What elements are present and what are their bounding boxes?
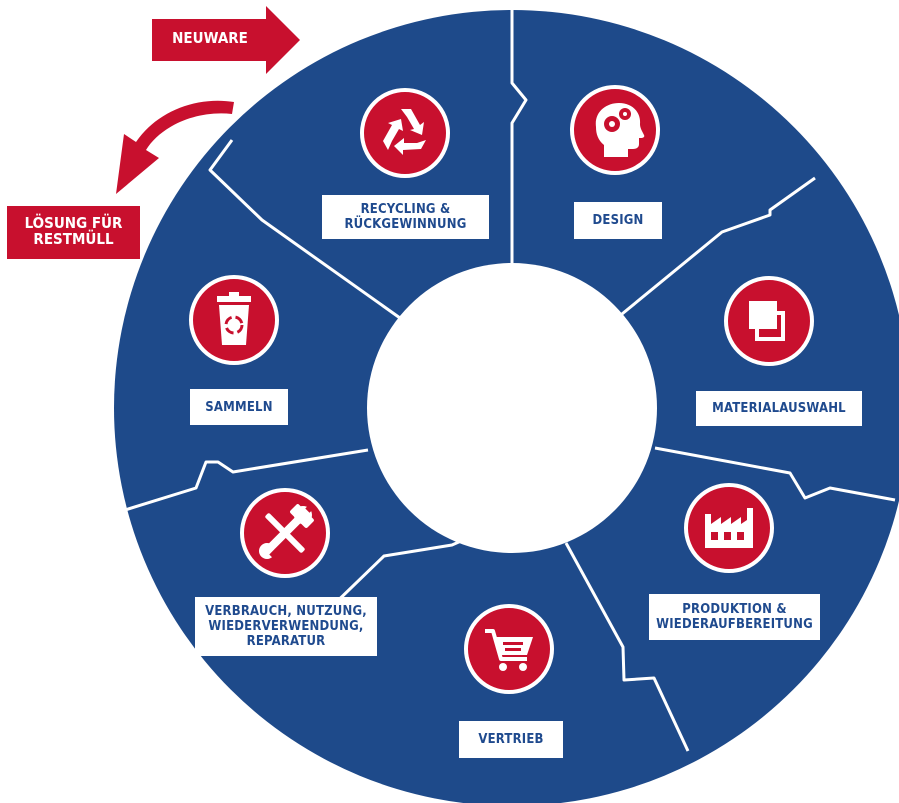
seam-right: [654, 446, 896, 502]
stage-label-recycling: RECYCLING & RÜCKGEWINNUNG: [322, 195, 489, 239]
seam-upper-left: [208, 139, 401, 320]
tools-icon: [240, 488, 330, 578]
stage-label-design: DESIGN: [574, 202, 662, 239]
stage-label-produktion: PRODUKTION & WIEDERAUFBEREITUNG: [649, 594, 820, 640]
icon-circles: [189, 85, 814, 694]
stage-label-sammeln: SAMMELN: [190, 389, 288, 425]
recycle-icon: [360, 88, 450, 178]
center-hole: [367, 263, 657, 553]
stage-label-verbrauch: VERBRAUCH, NUTZUNG, WIEDERVERWENDUNG, RE…: [195, 597, 377, 656]
restmuell-curved-arrow: [116, 100, 234, 194]
neuware-label: NEUWARE: [172, 29, 248, 47]
head-gears-icon: [570, 85, 660, 175]
seam-upper-right: [621, 176, 816, 316]
seam-lower-left: [124, 448, 369, 512]
restmuell-label: LÖSUNG FÜR RESTMÜLL: [24, 214, 123, 248]
restmuell-box: [7, 206, 140, 259]
neuware-arrow: [152, 6, 300, 74]
seam-top: [510, 10, 528, 263]
stage-label-materialauswahl: MATERIALAUSWAHL: [696, 391, 862, 426]
factory-icon: [684, 483, 774, 573]
shopping-cart-icon: [464, 604, 554, 694]
stage-label-vertrieb: VERTRIEB: [459, 721, 563, 758]
recycle-bin-icon: [189, 275, 279, 365]
seam-lower-right: [564, 542, 690, 752]
material-swatches-icon: [724, 276, 814, 366]
